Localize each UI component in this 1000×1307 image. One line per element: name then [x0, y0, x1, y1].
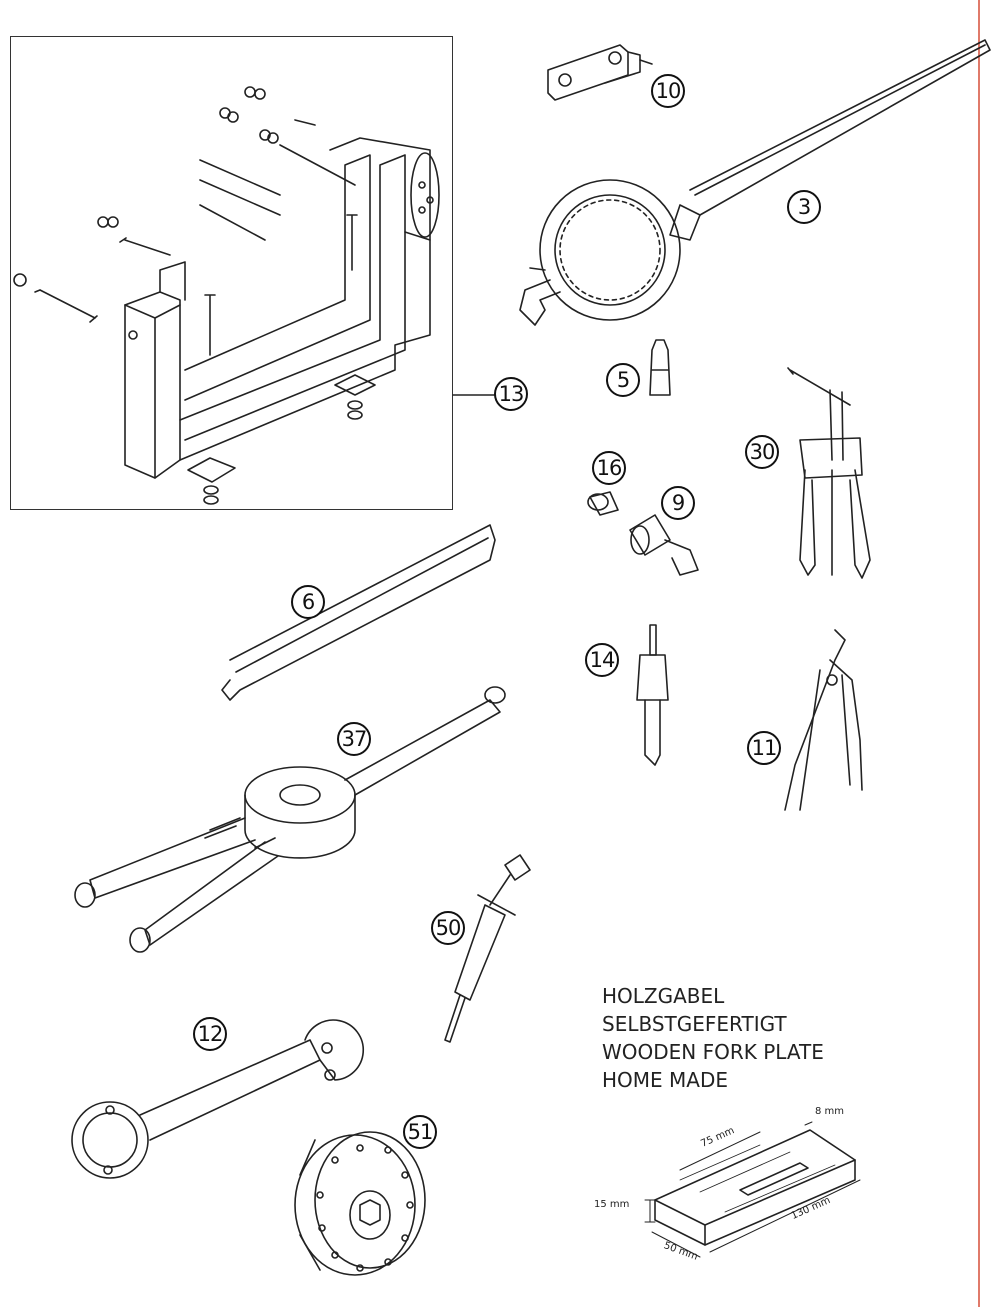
callout-5: 5	[606, 363, 640, 397]
callout-51: 51	[403, 1115, 437, 1149]
callout-3: 3	[787, 190, 821, 224]
bracket-drawing	[547, 44, 653, 101]
note-line-wooden-fork-plate: WOODEN FORK PLATE	[602, 1040, 824, 1064]
callout-13: 13	[494, 377, 528, 411]
callout-12: 12	[193, 1017, 227, 1051]
callout-30: 30	[745, 435, 779, 469]
crankshaft-puller-drawing	[74, 686, 506, 953]
dimension-8: 8 mm	[815, 1106, 845, 1117]
note-line-selbstgefertigt: SELBSTGEFERTIGT	[602, 1012, 787, 1036]
page-edge-line	[978, 0, 980, 1307]
bearing-puller-drawing	[787, 367, 871, 579]
callout-50: 50	[431, 911, 465, 945]
extractor-drawing	[636, 624, 669, 766]
engine-stand-drawing	[13, 86, 496, 505]
holding-wrench-drawing	[71, 1019, 365, 1179]
clutch-wrench-drawing	[519, 39, 991, 326]
note-line-home-made: HOME MADE	[602, 1068, 729, 1092]
callout-16: 16	[592, 451, 626, 485]
callout-11: 11	[747, 731, 781, 765]
adapter-drawing	[629, 514, 699, 576]
callout-9: 9	[661, 486, 695, 520]
callout-10: 10	[651, 74, 685, 108]
callout-14: 14	[585, 643, 619, 677]
sleeve-drawing	[587, 491, 619, 516]
dimension-15: 15 mm	[594, 1199, 630, 1210]
note-line-holzgabel: HOLZGABEL	[602, 984, 725, 1008]
circlip-pliers-drawing	[784, 629, 863, 811]
wooden-fork-plate-drawing	[644, 1121, 861, 1258]
lever-tool-drawing	[221, 524, 496, 701]
callout-37: 37	[337, 722, 371, 756]
engine-stand-frame-box	[10, 36, 453, 510]
flywheel-puller-drawing	[294, 1131, 426, 1276]
syringe-drawing	[444, 854, 531, 1043]
wooden-fork-plate-note: HOLZGABEL SELBSTGEFERTIGT WOODEN FORK PL…	[602, 982, 932, 1094]
small-bolt-drawing	[649, 339, 671, 396]
callout-6: 6	[291, 585, 325, 619]
